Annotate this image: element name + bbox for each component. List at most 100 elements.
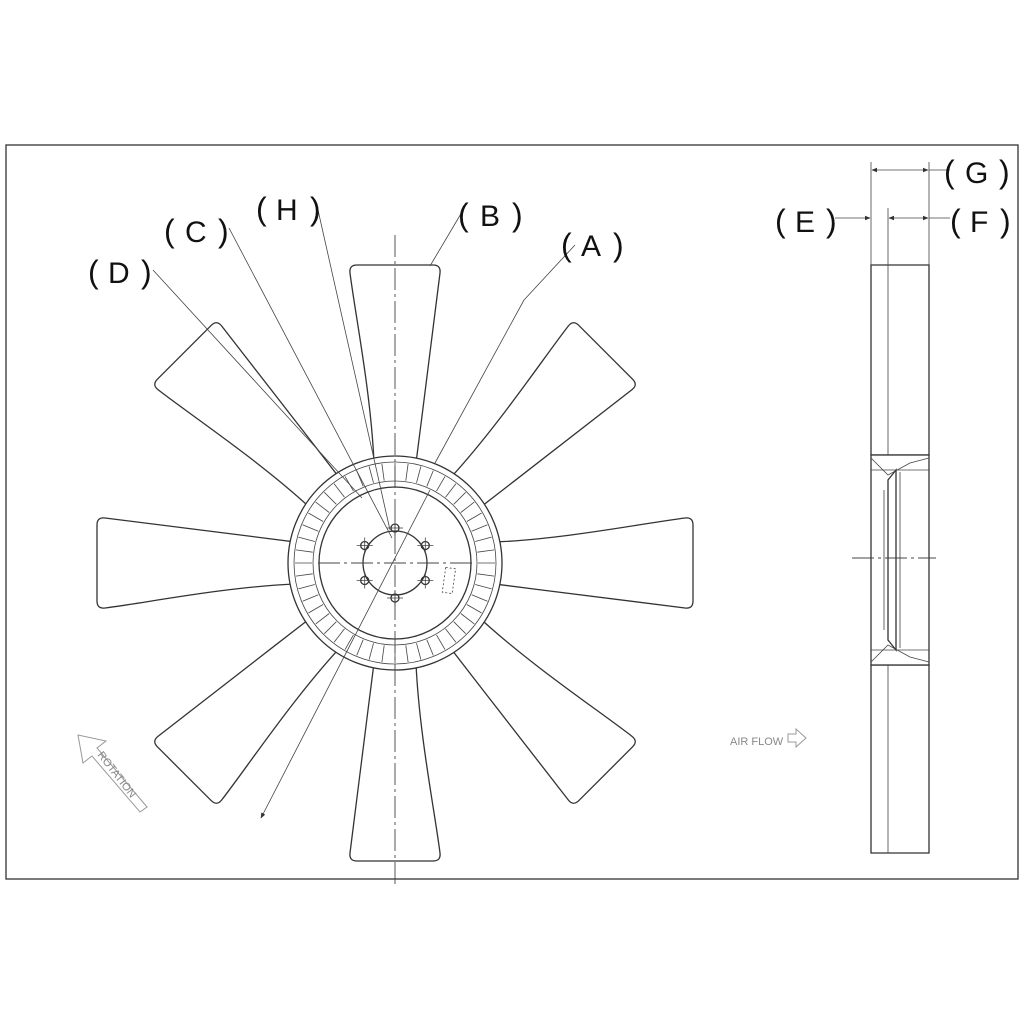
label-d: D xyxy=(108,257,130,290)
drawing-frame xyxy=(5,144,1019,880)
callout-h: ( H ) xyxy=(256,191,321,227)
hub-rib xyxy=(324,492,337,505)
hub-rib xyxy=(466,512,482,522)
hub-rib xyxy=(308,512,324,522)
hub-rib xyxy=(453,621,466,634)
blade-bottom-left xyxy=(154,617,341,804)
hub-rib xyxy=(471,524,488,532)
hub-rib xyxy=(368,643,374,660)
fan-blades xyxy=(96,264,694,862)
svg-text:(: ( xyxy=(561,227,572,263)
blade-bottom xyxy=(349,662,441,862)
hub-rib xyxy=(453,492,466,505)
label-c: C xyxy=(185,216,207,249)
bolt-hole xyxy=(417,572,434,589)
hub-rib xyxy=(324,621,337,634)
hub-rib xyxy=(436,476,446,492)
hub-rib xyxy=(298,584,315,590)
svg-text:): ) xyxy=(613,227,624,263)
rotation-label: ROTATION xyxy=(95,749,138,800)
hub-rib xyxy=(460,613,475,625)
hub-rib xyxy=(302,594,319,602)
hub-rib xyxy=(445,628,457,643)
blade-top-right xyxy=(449,322,636,509)
hub-rib xyxy=(466,604,482,614)
callout-f: ( F ) xyxy=(950,203,1011,239)
leader-a-down xyxy=(434,299,525,464)
hub-rib xyxy=(368,466,374,483)
hub-rib xyxy=(344,634,354,650)
leader-d xyxy=(152,269,363,499)
hub-rib xyxy=(315,501,330,513)
hub-rib xyxy=(475,584,492,590)
hub-rib xyxy=(295,573,313,577)
label-b: B xyxy=(480,200,500,233)
hub-rib xyxy=(405,645,409,663)
svg-text:): ) xyxy=(218,213,229,249)
label-e: E xyxy=(795,206,815,239)
hub-rib xyxy=(298,536,315,542)
hub-rib xyxy=(308,604,324,614)
hub-rib xyxy=(416,643,422,660)
air-flow-arrow: AIR FLOW xyxy=(730,727,807,749)
svg-text:): ) xyxy=(999,154,1010,190)
hub-rib xyxy=(381,645,385,663)
svg-text:): ) xyxy=(141,254,152,290)
bolt-hole xyxy=(356,537,373,554)
air-flow-label: AIR FLOW xyxy=(730,736,784,748)
callout-b: ( B ) xyxy=(458,197,523,233)
balance-slot xyxy=(441,566,457,595)
hub-rib xyxy=(471,594,488,602)
hub-rib xyxy=(445,483,457,498)
hub-rib xyxy=(333,628,345,643)
callout-d: ( D ) xyxy=(88,254,152,290)
hub-rib xyxy=(436,634,446,650)
hub-rib xyxy=(295,549,313,553)
side-blade-upper xyxy=(870,264,930,456)
blade-top-left xyxy=(154,322,341,509)
callout-c: ( C ) xyxy=(164,213,229,249)
hub-rib xyxy=(460,501,475,513)
callout-e: ( E ) xyxy=(775,203,837,239)
side-hub-bottom-detail xyxy=(870,644,930,663)
blade-left xyxy=(96,517,296,609)
svg-text:(: ( xyxy=(458,197,469,233)
hub-ribs xyxy=(295,463,495,663)
hub-rib xyxy=(315,613,330,625)
hub-rib xyxy=(426,639,434,656)
hub-rib xyxy=(302,524,319,532)
fan-front-view: ROTATION xyxy=(77,209,694,885)
svg-text:): ) xyxy=(512,197,523,233)
blade-right xyxy=(494,517,694,609)
rotation-arrow: ROTATION xyxy=(77,734,148,813)
svg-text:): ) xyxy=(310,191,321,227)
label-h: H xyxy=(276,194,298,227)
svg-text:(: ( xyxy=(88,254,99,290)
label-a: A xyxy=(581,230,601,263)
svg-text:(: ( xyxy=(164,213,175,249)
label-g: G xyxy=(965,157,988,190)
label-f: F xyxy=(970,206,988,239)
svg-text:(: ( xyxy=(944,154,955,190)
callout-a: ( A ) xyxy=(561,227,624,263)
leader-b xyxy=(429,211,463,267)
svg-text:(: ( xyxy=(950,203,961,239)
bolt-hole xyxy=(356,572,373,589)
callout-g: ( G ) xyxy=(944,154,1010,190)
fan-side-view: AIR FLOW xyxy=(730,162,950,854)
hub-rib xyxy=(416,466,422,483)
leader-c xyxy=(228,227,393,539)
hub-rib xyxy=(381,463,385,481)
leader-h xyxy=(317,209,391,531)
bolt-hole xyxy=(417,537,434,554)
svg-text:(: ( xyxy=(256,191,267,227)
svg-text:): ) xyxy=(826,203,837,239)
side-blade-lower xyxy=(870,664,930,854)
hub-rib xyxy=(477,573,495,577)
svg-text:): ) xyxy=(1000,203,1011,239)
hub-rib xyxy=(426,470,434,487)
hub-rib xyxy=(405,463,409,481)
leader-a xyxy=(523,244,576,301)
side-hub-top-detail xyxy=(870,457,930,476)
